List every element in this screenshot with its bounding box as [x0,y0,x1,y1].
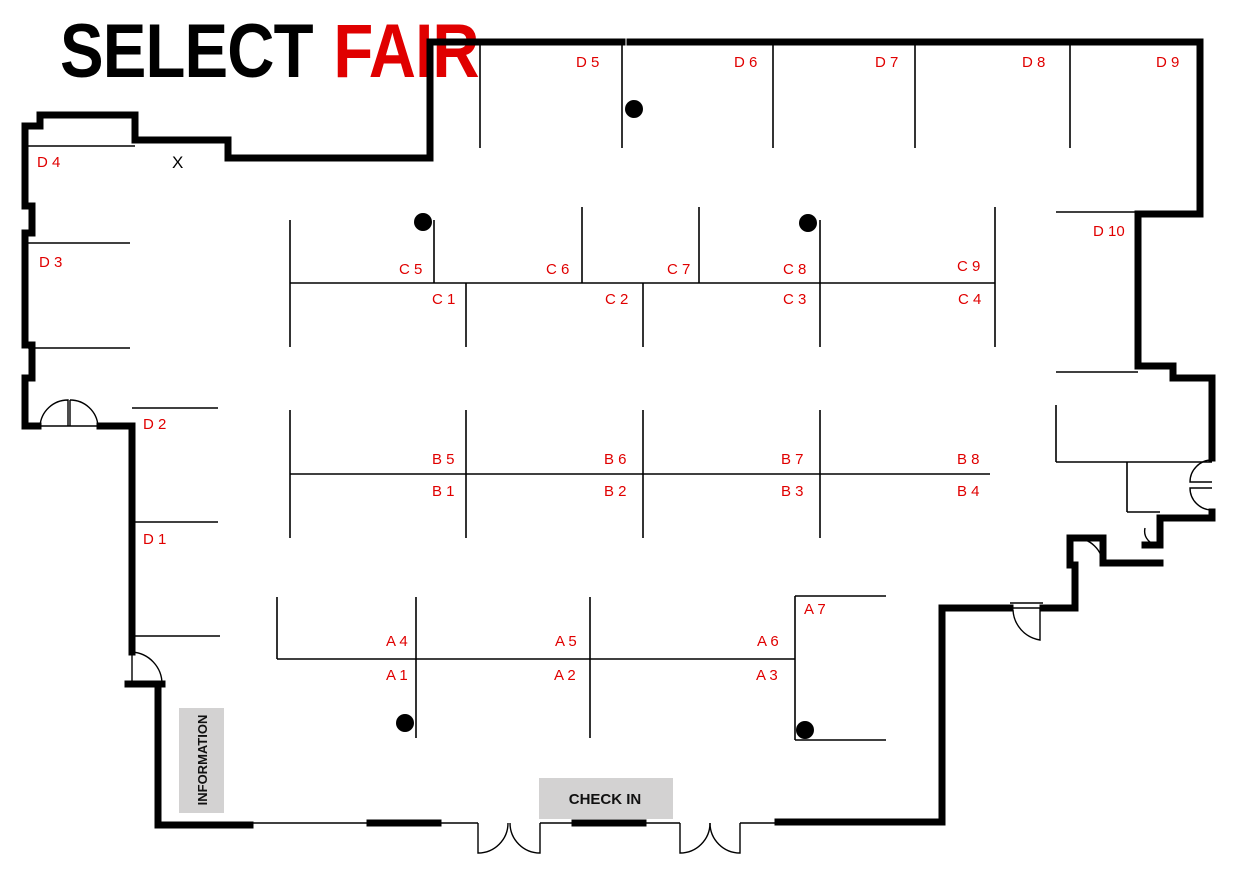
a-row-partitions [276,595,886,741]
booth-label-c7: C 7 [667,261,690,278]
pillar [799,214,817,232]
booth-label-c3: C 3 [783,291,806,308]
booth-label-c6: C 6 [546,261,569,278]
check-in-label: CHECK IN [569,791,642,808]
booth-label-b7: B 7 [781,451,804,468]
booth-label-c5: C 5 [399,261,422,278]
c-row-partitions [289,207,996,347]
pillar [796,721,814,739]
double-door-bottom-right [679,822,741,854]
booth-label-c4: C 4 [958,291,981,308]
perimeter-partitions [28,44,1212,637]
booth-label-c8: C 8 [783,261,806,278]
booth-label-d7: D 7 [875,54,898,71]
booth-label-d8: D 8 [1022,54,1045,71]
booth-label-a2: A 2 [554,667,576,684]
booth-label-a4: A 4 [386,633,408,650]
pillar [625,100,643,118]
booth-label-d5: D 5 [576,54,599,71]
booth-label-d6: D 6 [734,54,757,71]
pillar [414,213,432,231]
information-label: INFORMATION [195,715,210,806]
booth-label-b8: B 8 [957,451,980,468]
booth-label-d9: D 9 [1156,54,1179,71]
outer-walls [21,38,1216,829]
booth-label-d10: D 10 [1093,223,1125,240]
booth-label-c9: C 9 [957,258,980,275]
single-door-right-2 [1074,537,1104,566]
booth-label-b4: B 4 [957,483,980,500]
doors [38,399,1213,854]
x-marker: X [172,153,183,172]
double-door-right-wall [1189,459,1213,511]
booth-label-c1: C 1 [432,291,455,308]
booth-label-d2: D 2 [143,416,166,433]
booth-label-a6: A 6 [757,633,779,650]
single-door-information [131,651,163,685]
booth-label-a7: A 7 [804,601,826,618]
single-door-right-1 [1012,608,1041,641]
booth-label-b6: B 6 [604,451,627,468]
booth-label-a3: A 3 [756,667,778,684]
single-door-right-3 [1143,527,1161,546]
pillar [396,714,414,732]
title-word-select: SELECT [60,9,314,94]
booth-label-d4: D 4 [37,154,60,171]
booth-label-d1: D 1 [143,531,166,548]
booth-label-c2: C 2 [605,291,628,308]
booth-labels: D 1 D 2 D 3 D 4 D 5 D 6 D 7 D 8 D 9 D 10… [37,54,1179,684]
columns [396,100,817,739]
booth-label-b3: B 3 [781,483,804,500]
booth-label-b5: B 5 [432,451,455,468]
check-in-desk: CHECK IN [539,778,673,819]
bottom-thin-wall [250,602,1043,824]
double-door-bottom-left [477,822,541,854]
booth-label-b2: B 2 [604,483,627,500]
b-row-partitions [289,410,990,538]
double-door-left-wall [38,399,100,427]
booth-label-a5: A 5 [555,633,577,650]
booth-label-b1: B 1 [432,483,455,500]
booth-label-a1: A 1 [386,667,408,684]
information-desk: INFORMATION [179,708,224,813]
booth-label-d3: D 3 [39,254,62,271]
title-word-fair: FAIR [333,9,479,94]
